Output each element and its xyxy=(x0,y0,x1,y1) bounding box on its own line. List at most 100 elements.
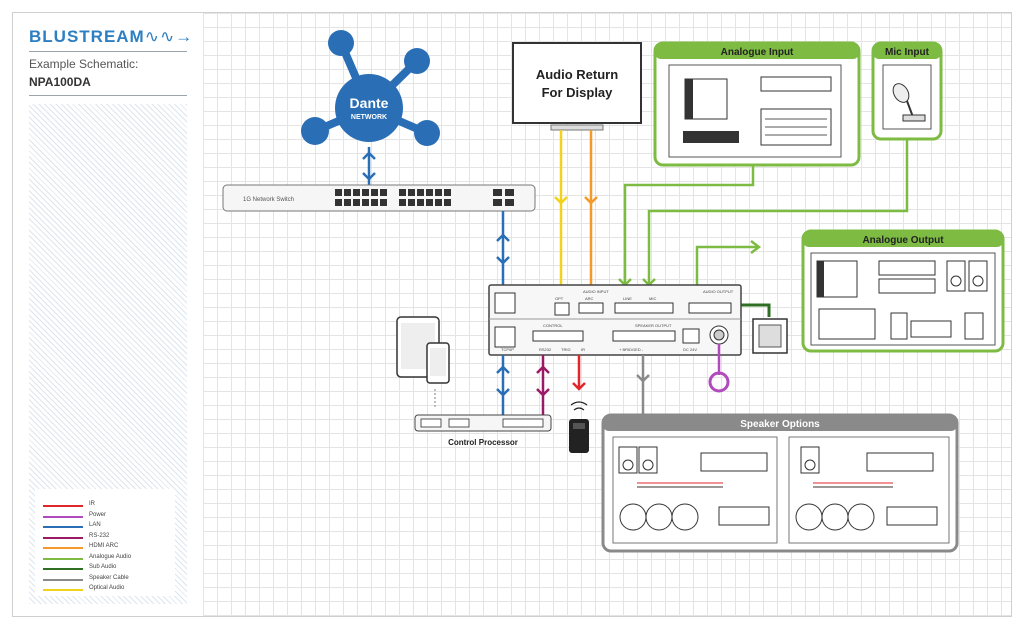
legend-label: IR xyxy=(89,501,95,507)
switch-port xyxy=(417,199,424,206)
switch-port xyxy=(335,199,342,206)
legend-swatch xyxy=(43,526,83,528)
mic-input-title: Mic Input xyxy=(885,47,930,58)
audio-output-label: AUDIO OUTPUT xyxy=(703,289,734,294)
display-tv: Audio Return For Display xyxy=(512,42,642,131)
switch-port xyxy=(335,189,342,196)
legend-label: Power xyxy=(89,511,107,518)
dante-network-icon: Dante NETWORK xyxy=(301,30,440,146)
display-title-line1: Audio Return xyxy=(536,67,618,82)
legend-row: Analogue Audio xyxy=(43,554,175,564)
analogue-output-cable xyxy=(695,240,762,295)
legend-label: Speaker Cable xyxy=(89,574,129,581)
switch-port xyxy=(371,189,378,196)
arc-label: ARC xyxy=(585,296,594,301)
dc-label: DC 24V xyxy=(683,347,697,352)
network-switch: 1G Network Switch xyxy=(222,184,536,212)
switch-port xyxy=(444,189,451,196)
speaker-options-panel: Speaker Options xyxy=(601,413,959,553)
legend-row: LAN xyxy=(43,522,175,532)
divider xyxy=(29,51,187,52)
legend-row: Power xyxy=(43,512,175,522)
dante-sub-label: NETWORK xyxy=(351,114,387,121)
lan-arrows-dante xyxy=(362,147,376,185)
switch-port xyxy=(426,189,433,196)
power-cable xyxy=(708,344,730,393)
line-label: LINE xyxy=(623,296,632,301)
control-processor-label: Control Processor xyxy=(448,438,518,447)
switch-port xyxy=(435,199,442,206)
audio-input-label: AUDIO INPUT xyxy=(583,289,609,294)
legend-label: LAN xyxy=(89,522,101,528)
legend-swatch xyxy=(43,589,83,591)
legend-swatch xyxy=(43,505,83,507)
switch-port xyxy=(505,199,514,206)
legend-label: Sub Audio xyxy=(89,564,117,570)
analogue-output-title: Analogue Output xyxy=(862,235,944,246)
mic-input-panel: Mic Input xyxy=(871,41,943,141)
legend-swatch xyxy=(43,547,83,549)
ir-port-label: IR xyxy=(581,347,585,352)
switch-port xyxy=(353,199,360,206)
legend-row: HDMI ARC xyxy=(43,543,175,553)
schematic-frame: BLUSTREAM∿∿→ Example Schematic: NPA100DA… xyxy=(12,12,1012,617)
switch-port xyxy=(426,199,433,206)
switch-port xyxy=(362,189,369,196)
sub-audio-cable xyxy=(735,303,788,354)
switch-port xyxy=(353,189,360,196)
legend-swatch xyxy=(43,578,83,581)
ir-remote-icon xyxy=(569,401,589,453)
opt-label: OPT xyxy=(555,296,564,301)
brand-name: BLUSTREAM xyxy=(29,27,145,46)
schematic-diagram: Dante NETWORK 1G Network Switch xyxy=(222,30,1005,553)
switch-port xyxy=(380,199,387,206)
subtitle: Example Schematic: xyxy=(29,57,139,71)
switch-port xyxy=(417,189,424,196)
tcpip-label: TCP/IP xyxy=(501,347,514,352)
switch-port xyxy=(399,199,406,206)
legend-row: RS-232 xyxy=(43,533,175,543)
legend-swatch xyxy=(43,536,83,539)
switch-port xyxy=(344,199,351,206)
trig-label: TRIG xyxy=(561,347,571,352)
legend-label: Analogue Audio xyxy=(89,553,132,560)
speaker-options-title: Speaker Options xyxy=(740,419,820,430)
display-title-line2: For Display xyxy=(542,85,614,100)
switch-port xyxy=(362,199,369,206)
legend-row: IR xyxy=(43,501,175,511)
control-label: CONTROL xyxy=(543,323,563,328)
legend-row: Sub Audio xyxy=(43,564,175,574)
legend-swatch xyxy=(43,568,83,570)
dante-label: Dante xyxy=(350,95,389,111)
switch-label: 1G Network Switch xyxy=(243,197,294,203)
switch-port xyxy=(371,199,378,206)
speaker-output-label: SPEAKER OUTPUT xyxy=(635,323,672,328)
analogue-input-panel: Analogue Input xyxy=(653,41,861,167)
legend-swatch xyxy=(43,557,83,560)
model-name: NPA100DA xyxy=(29,75,91,89)
analogue-output-panel: Analogue Output xyxy=(801,229,1005,353)
npa100da-amplifier: AUDIO INPUT AUDIO OUTPUT CONTROL SPEAKER… xyxy=(488,284,742,356)
diagram-grid: Dante NETWORK 1G Network Switch xyxy=(203,13,1011,616)
switch-port xyxy=(493,199,502,206)
rs232-label: RS232 xyxy=(539,347,552,352)
switch-port xyxy=(408,199,415,206)
legend-label: HDMI ARC xyxy=(89,543,119,549)
switch-port xyxy=(505,189,514,196)
switch-port xyxy=(399,189,406,196)
legend-row: Speaker Cable xyxy=(43,575,175,585)
analogue-input-title: Analogue Input xyxy=(721,47,794,58)
mic-label: MIC xyxy=(649,296,656,301)
bridged-label: + BRIDGED - xyxy=(619,347,644,352)
legend-label: Optical Audio xyxy=(89,585,125,591)
divider xyxy=(29,95,187,96)
legend-label: RS-232 xyxy=(89,532,110,539)
switch-port xyxy=(344,189,351,196)
switch-port xyxy=(493,189,502,196)
sidebar: BLUSTREAM∿∿→ Example Schematic: NPA100DA… xyxy=(13,13,192,616)
tablet-phone-icons xyxy=(396,316,450,409)
legend-row: Optical Audio xyxy=(43,585,175,595)
switch-port xyxy=(444,199,451,206)
wave-icon: ∿∿→ xyxy=(144,27,194,46)
switch-port xyxy=(435,189,442,196)
